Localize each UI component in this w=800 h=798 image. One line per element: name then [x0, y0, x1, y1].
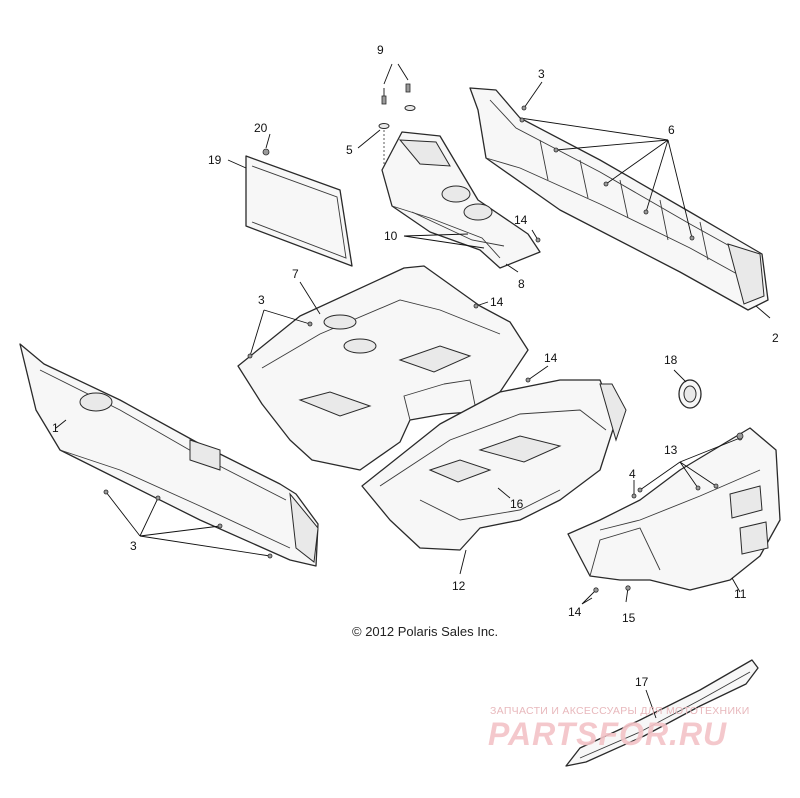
- callout-11: 11: [734, 587, 747, 601]
- callout-3b: 3: [258, 293, 265, 307]
- part-19-panel: [245, 155, 353, 267]
- callout-19: 19: [208, 153, 222, 167]
- part-8-center-console: [381, 131, 541, 269]
- part-1-left-rail: [19, 343, 319, 567]
- part-2-right-rail: [469, 87, 769, 311]
- callout-14b: 14: [490, 295, 504, 309]
- part-18-grommet: [678, 379, 702, 409]
- callout-9: 9: [377, 43, 384, 57]
- callout-3c: 3: [130, 539, 137, 553]
- part-12-rear-floor-tub: [361, 379, 627, 551]
- leader-lines: [55, 63, 771, 719]
- callout-2: 2: [772, 331, 779, 345]
- callout-5: 5: [346, 143, 353, 157]
- callout-labels: 1 2 3 3 3 3 4 5 6 7 8 9 10 11 12 13 14 1…: [52, 43, 779, 689]
- callout-13: 13: [664, 443, 678, 457]
- callout-17: 17: [635, 675, 649, 689]
- callout-18: 18: [664, 353, 678, 367]
- callout-14a: 14: [514, 213, 528, 227]
- callout-8: 8: [518, 277, 525, 291]
- part-9-screws: [378, 83, 416, 170]
- callout-20: 20: [254, 121, 268, 135]
- callout-14d: 14: [568, 605, 582, 619]
- copyright-notice: © 2012 Polaris Sales Inc.: [352, 624, 499, 639]
- callout-12: 12: [452, 579, 466, 593]
- callout-7: 7: [292, 267, 299, 281]
- part-20-screw: [262, 148, 270, 156]
- callout-3a: 3: [538, 67, 545, 81]
- callout-14c: 14: [544, 351, 558, 365]
- callout-1: 1: [52, 421, 59, 435]
- callout-4: 4: [629, 467, 636, 481]
- part-7-floor-tub: [237, 265, 529, 471]
- callout-16: 16: [510, 497, 524, 511]
- part-11-rear-panel: [567, 427, 781, 591]
- part-17-trim-strip: [565, 659, 759, 767]
- watermark-caption: ЗАПЧАСТИ И АКСЕССУАРЫ ДЛЯ МОТОТЕХНИКИ: [490, 705, 750, 717]
- callout-15: 15: [622, 611, 636, 625]
- fasteners: [103, 105, 744, 593]
- watermark-logo: PARTSFOR.RU: [488, 716, 728, 752]
- callout-10: 10: [384, 229, 398, 243]
- callout-6: 6: [668, 123, 675, 137]
